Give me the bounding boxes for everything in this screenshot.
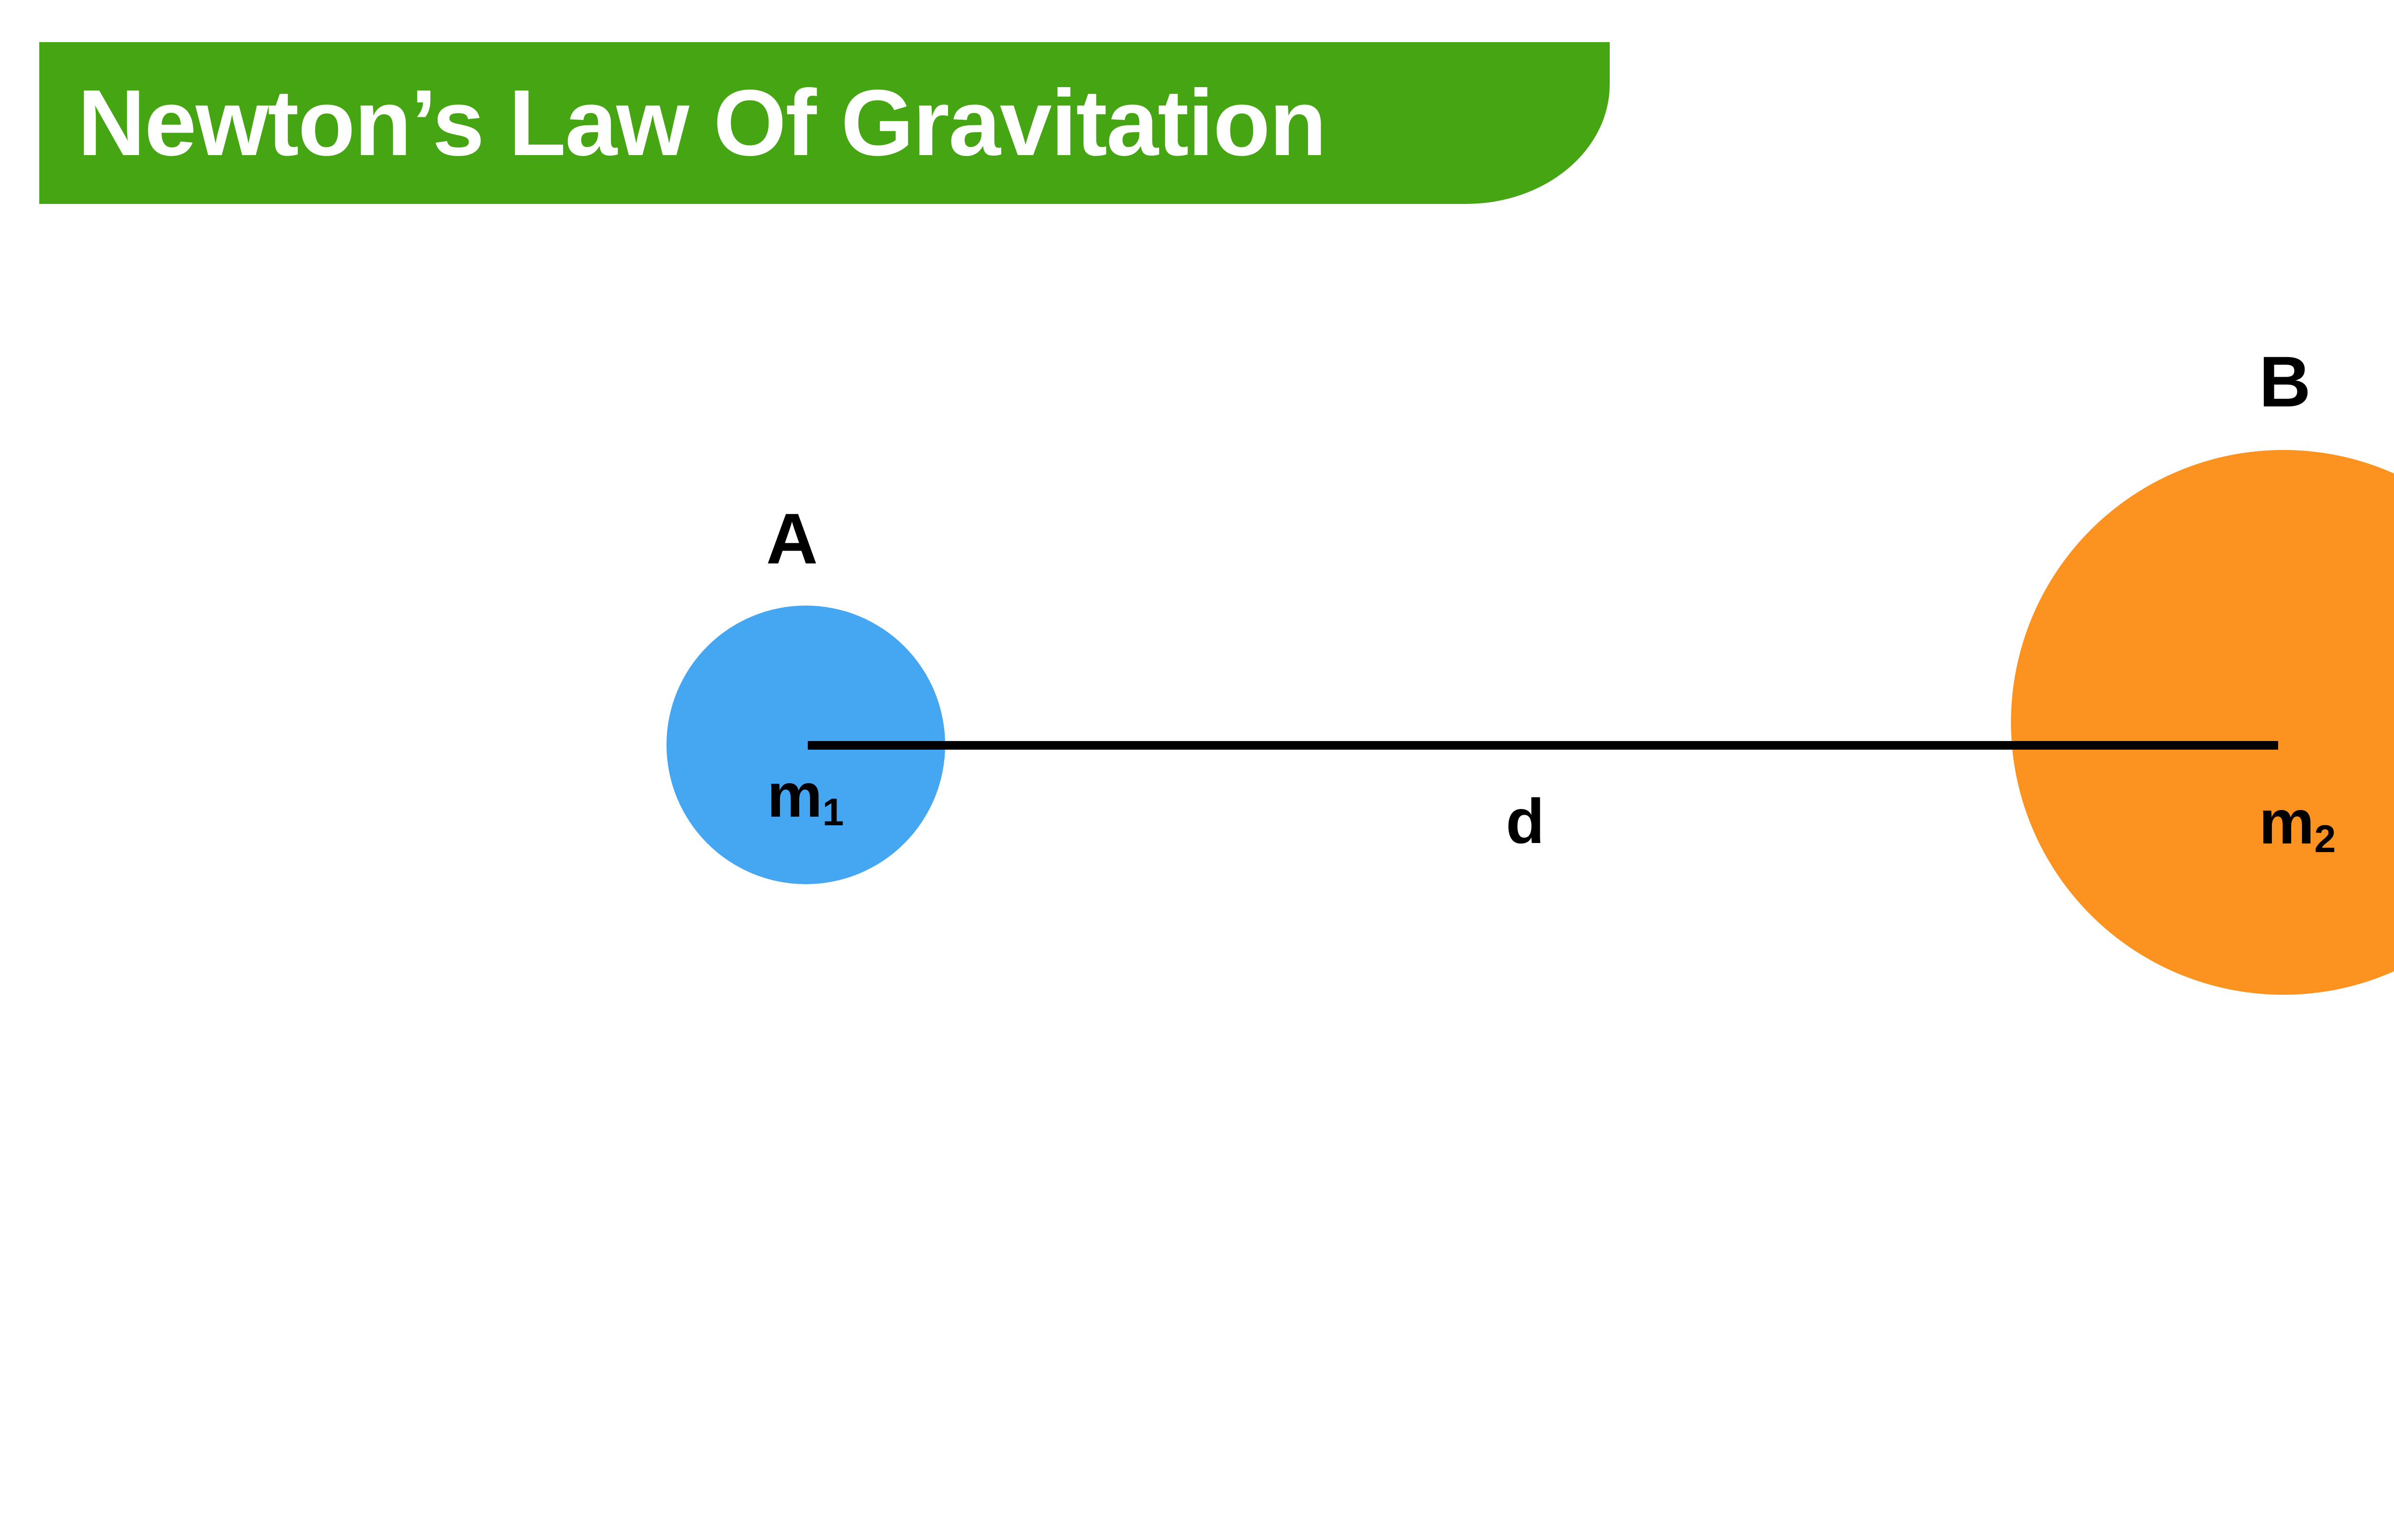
body-b-label: B	[2259, 341, 2311, 422]
distance-line	[808, 741, 2278, 750]
title-banner: Newton’s Law Of Gravitation	[39, 42, 1610, 204]
page-title: Newton’s Law Of Gravitation	[78, 70, 1327, 175]
body-a-label: A	[766, 498, 818, 579]
body-b-mass-symbol: m2	[2259, 791, 2336, 858]
body-b-mass-subscript: 2	[2314, 817, 2336, 861]
body-b-mass-base: m	[2259, 787, 2315, 857]
body-a-mass-symbol: m1	[767, 764, 844, 832]
body-a-mass-subscript: 1	[822, 790, 844, 834]
body-b-circle	[2011, 450, 2394, 995]
body-a-mass-base: m	[767, 760, 823, 830]
distance-label: d	[1506, 786, 1545, 856]
